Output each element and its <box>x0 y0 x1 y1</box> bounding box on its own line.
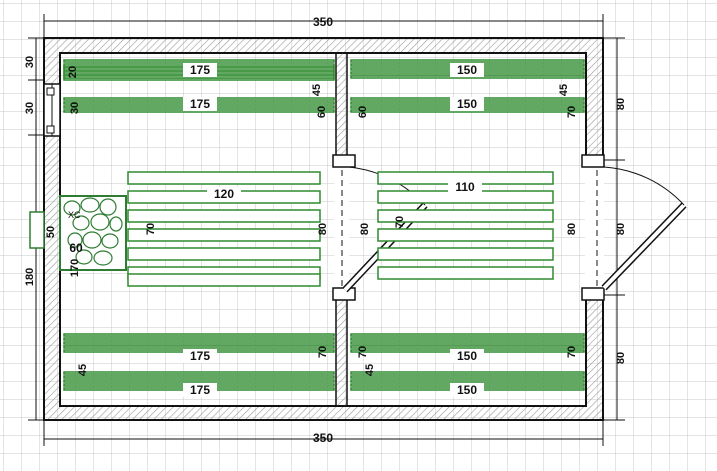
label-right-lower-left-b: 45 <box>364 364 376 376</box>
shelf-board <box>377 266 554 280</box>
shelf-board <box>127 273 321 287</box>
label-stove-b: 60 <box>69 241 83 255</box>
label-right-lower-right: 70 <box>566 346 578 358</box>
dim-left-top-a: 30 <box>24 56 36 68</box>
bench-plank <box>350 375 585 379</box>
label-right-bench-top-2: 150 <box>457 97 477 111</box>
bench-plank <box>350 333 585 337</box>
label-left-top-gap-a: 20 <box>67 66 79 78</box>
shelf-board <box>127 228 321 242</box>
label-right-shelf-left-b: 70 <box>394 216 406 228</box>
label-right-lower-left-a: 70 <box>357 346 369 358</box>
shelf-board <box>127 171 321 185</box>
svg-text:XC: XC <box>68 210 81 220</box>
shelf-board <box>377 247 554 261</box>
label-left-bench-bottom-1: 175 <box>190 349 210 363</box>
label-left-shelf-right: 80 <box>317 223 329 235</box>
label-right-bench-top-1: 150 <box>457 63 477 77</box>
label-left-upper-right-b: 60 <box>316 106 328 118</box>
label-right-upper-right-a: 45 <box>558 84 570 96</box>
bench-plank <box>350 371 585 375</box>
label-right-upper-right-b: 70 <box>566 106 578 118</box>
dim-left-height: 180 <box>24 268 36 286</box>
label-right-upper-left: 60 <box>357 106 369 118</box>
label-left-bench-bottom-2: 175 <box>190 383 210 397</box>
bench-plank <box>63 59 335 63</box>
labels: 175 175 175 175 150 150 150 150 120 110 20 30 45 60 70… <box>45 63 578 397</box>
dim-right-upper: 80 <box>615 98 627 110</box>
label-left-lower-right: 70 <box>317 346 329 358</box>
dim-bottom-total: 350 <box>313 431 333 445</box>
bench-plank <box>63 337 335 341</box>
shelf-board <box>127 247 321 261</box>
dim-top-total: 350 <box>313 15 333 29</box>
shelf-board <box>377 228 554 242</box>
dim-right-lower: 80 <box>615 352 627 364</box>
bench-plank <box>63 345 335 349</box>
shelf-board <box>377 209 554 223</box>
label-right-shelf-width-bg <box>448 180 482 194</box>
label-left-shelf-width-bg <box>207 187 241 201</box>
dimension-lines <box>28 14 625 446</box>
bench-plank <box>350 341 585 345</box>
bench-plank <box>63 375 335 379</box>
bench-plank <box>63 379 335 383</box>
label-right-bench-bottom-2: 150 <box>457 383 477 397</box>
label-left-bench-bottom-1-bg <box>183 349 217 363</box>
bench-plank <box>350 337 585 341</box>
label-right-bench-top-1-bg <box>450 63 484 77</box>
dim-left-top-b: 30 <box>24 102 36 114</box>
label-right-bench-bottom-1-bg <box>450 349 484 363</box>
label-left-bench-top-2-bg <box>183 97 217 111</box>
dim-right-middle: 80 <box>615 223 627 235</box>
label-right-shelf-right: 80 <box>566 223 578 235</box>
label-right-shelf-left-a: 80 <box>359 223 371 235</box>
label-left-bench-bottom-2-bg <box>183 383 217 397</box>
label-left-top-gap-b: 30 <box>69 102 81 114</box>
label-stove-c: 170 <box>69 259 81 277</box>
bench-plank <box>63 371 335 375</box>
label-left-bench-top-1-bg <box>183 63 217 77</box>
bench-plank <box>350 379 585 383</box>
label-right-shelf-width: 110 <box>455 180 475 194</box>
bench-plank <box>63 341 335 345</box>
label-left-bench-top-1: 175 <box>190 63 210 77</box>
bench-plank <box>63 333 335 337</box>
label-left-shelf-width: 120 <box>214 187 234 201</box>
exterior-door-icon <box>581 154 687 301</box>
label-stove-a: 50 <box>45 226 57 238</box>
label-right-bench-top-2-bg <box>450 97 484 111</box>
shelf-board <box>127 209 321 223</box>
label-right-bench-bottom-1: 150 <box>457 349 477 363</box>
label-left-lower-left: 45 <box>77 364 89 376</box>
label-right-bench-bottom-2-bg <box>450 383 484 397</box>
label-left-bench-top-2: 175 <box>190 97 210 111</box>
label-left-shelf-depth: 70 <box>145 223 157 235</box>
bench-plank <box>350 59 585 63</box>
window-icon <box>43 83 61 137</box>
stove-stones-icon: XC <box>29 195 127 271</box>
label-left-upper-right-a: 45 <box>311 84 323 96</box>
bench-plank <box>350 345 585 349</box>
